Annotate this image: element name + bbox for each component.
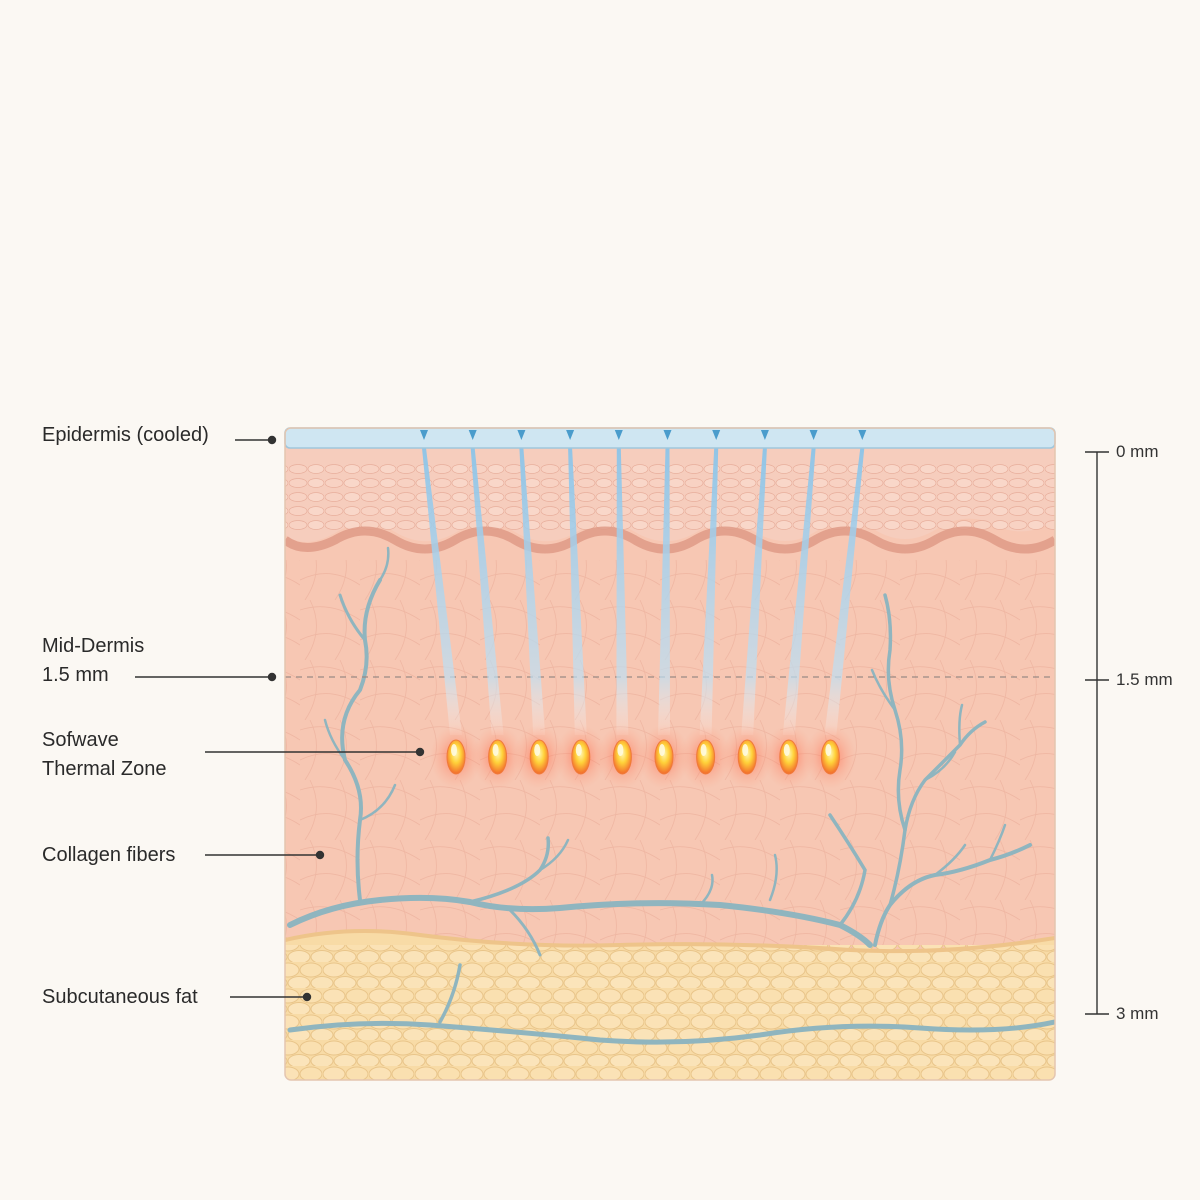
deep-beam bbox=[741, 448, 767, 735]
depth-label-0: 0 mm bbox=[1116, 442, 1159, 461]
thermal-zone-spot bbox=[446, 739, 466, 775]
thermal-highlight bbox=[659, 744, 665, 756]
deep-beams bbox=[422, 448, 865, 735]
depth-label-2: 3 mm bbox=[1116, 1004, 1159, 1023]
thermal-highlight bbox=[451, 744, 457, 756]
deep-beam bbox=[699, 448, 719, 735]
thermal-zones bbox=[430, 725, 857, 789]
label-leaders bbox=[135, 435, 425, 1002]
deep-beam bbox=[568, 448, 587, 735]
deep-beam bbox=[658, 448, 670, 735]
thermal-zone-spot bbox=[612, 739, 632, 775]
deep-beam bbox=[470, 448, 504, 735]
deep-beam bbox=[422, 448, 462, 735]
collagen-label: Collagen fibers bbox=[42, 844, 176, 866]
thermal-zone-spot bbox=[696, 739, 716, 775]
thermal-zone-spot bbox=[820, 739, 840, 775]
thermal-zone-spot bbox=[571, 739, 591, 775]
fat-label: Subcutaneous fat bbox=[42, 986, 198, 1008]
beam-entry-marker bbox=[712, 430, 721, 440]
beam-entry-marker bbox=[420, 430, 428, 440]
beam-entry-marker bbox=[809, 430, 818, 440]
thermal-highlight bbox=[700, 744, 707, 756]
thermal-zone-spot bbox=[654, 739, 674, 775]
epidermis-label: Epidermis (cooled) bbox=[42, 424, 209, 446]
beam-entry-marker bbox=[760, 430, 769, 440]
thermal-highlight bbox=[575, 744, 582, 756]
deep-beam bbox=[616, 448, 629, 735]
beam-entry-marker bbox=[663, 430, 672, 440]
deep-beam bbox=[519, 448, 546, 735]
deep-beam bbox=[782, 448, 816, 735]
thermal-highlight bbox=[617, 744, 624, 756]
depth-label-1: 1.5 mm bbox=[1116, 670, 1173, 689]
thermal-highlight bbox=[783, 744, 790, 756]
beam-entry-marker bbox=[517, 430, 526, 440]
incoming-beams bbox=[422, 80, 864, 432]
thermal-highlight bbox=[492, 744, 499, 756]
beam-entry-marker bbox=[614, 430, 623, 440]
thermal-highlight bbox=[742, 744, 749, 756]
mid-dermis-label: Mid-Dermis 1.5 mm bbox=[42, 635, 145, 686]
thermal-zone-spot bbox=[488, 739, 508, 775]
thermal-zone-spot bbox=[779, 739, 799, 775]
beam-entry-marker bbox=[566, 430, 575, 440]
blood-vessels bbox=[287, 546, 1055, 1045]
beam-entry-marker bbox=[858, 430, 867, 440]
thermal-highlight bbox=[825, 744, 832, 756]
thermal-zone-spot bbox=[529, 739, 549, 775]
depth-scale-bar bbox=[1085, 451, 1109, 1015]
deep-beam bbox=[824, 448, 865, 735]
beam-entry-marker bbox=[468, 430, 477, 440]
thermal-highlight bbox=[534, 744, 541, 756]
thermal-zone-label: Sofwave Thermal Zone bbox=[42, 729, 167, 780]
thermal-zone-spot bbox=[737, 739, 757, 775]
